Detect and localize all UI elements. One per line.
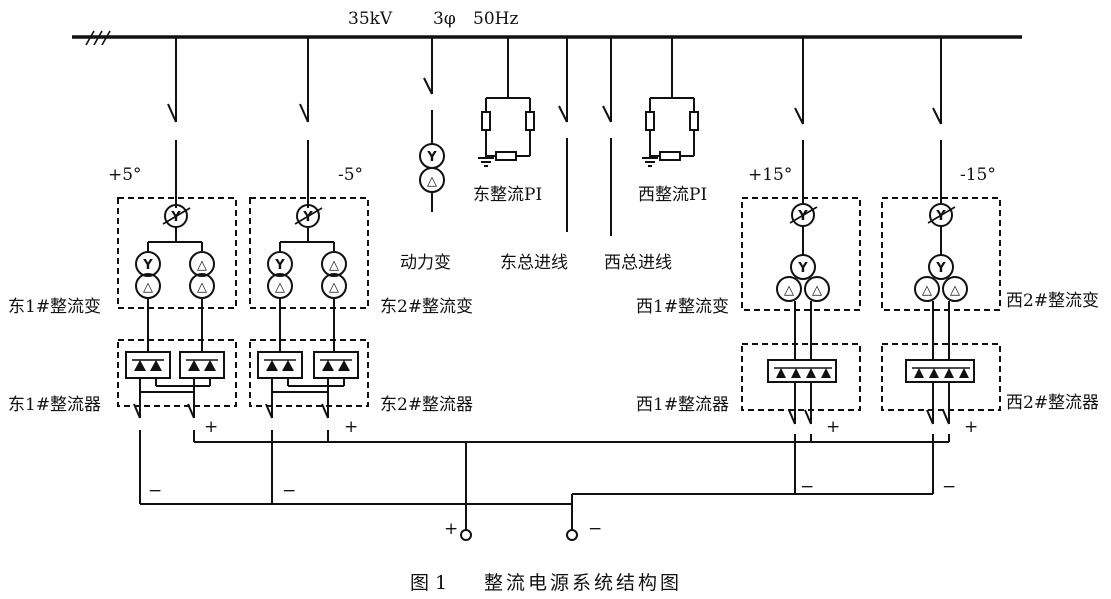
west2-transformer-box bbox=[881, 197, 1001, 311]
power-transformer: Y △ bbox=[419, 37, 445, 212]
svg-text:Y: Y bbox=[142, 258, 153, 273]
svg-text:Y: Y bbox=[935, 261, 946, 276]
output-minus-sign: − bbox=[588, 519, 602, 539]
svg-text:△: △ bbox=[275, 280, 285, 295]
east2-transformer-box bbox=[249, 197, 369, 309]
west2-plus: + bbox=[964, 417, 978, 437]
east1-minus: − bbox=[148, 481, 162, 501]
west2-minus: − bbox=[942, 477, 956, 497]
three-phase-mark bbox=[85, 30, 111, 46]
east1-transformer-box bbox=[117, 197, 237, 309]
west1-plus: + bbox=[826, 417, 840, 437]
west-main-incoming bbox=[602, 37, 612, 236]
east1-feeder bbox=[167, 37, 177, 208]
output-plus-sign: + bbox=[444, 519, 458, 539]
east1-transformer: Y Y △ △ △ bbox=[135, 204, 215, 352]
west1-transformer: Y Y △ △ bbox=[776, 203, 830, 360]
svg-text:△: △ bbox=[143, 280, 153, 295]
svg-text:△: △ bbox=[922, 283, 932, 298]
west2-rectifier-label: 西2#整流器 bbox=[1006, 393, 1099, 413]
west2-rectifier bbox=[905, 359, 975, 494]
svg-text:Y: Y bbox=[426, 150, 437, 165]
bus-voltage: 35kV bbox=[348, 9, 393, 29]
svg-text:△: △ bbox=[784, 283, 794, 298]
svg-text:Y: Y bbox=[170, 210, 181, 225]
figure-title: 整流电源系统结构图 bbox=[484, 572, 682, 594]
west1-feeder bbox=[794, 37, 804, 204]
svg-text:Y: Y bbox=[797, 209, 808, 224]
east1-rectifier-label: 东1#整流器 bbox=[8, 395, 101, 415]
svg-text:Y: Y bbox=[302, 210, 313, 225]
bus-frequency: 50Hz bbox=[473, 9, 518, 29]
west2-rectifier-box bbox=[881, 343, 1001, 411]
svg-text:△: △ bbox=[197, 258, 207, 273]
svg-text:△: △ bbox=[427, 174, 437, 189]
svg-text:△: △ bbox=[950, 283, 960, 298]
east1-angle: +5° bbox=[108, 165, 142, 185]
west-pi-label: 西整流PI bbox=[638, 185, 707, 205]
east2-rectifier-label: 东2#整流器 bbox=[380, 395, 473, 415]
west1-rectifier bbox=[767, 359, 837, 494]
positive-output-terminal bbox=[460, 529, 472, 541]
east1-transformer-label: 东1#整流变 bbox=[8, 297, 101, 317]
east2-minus: − bbox=[282, 481, 296, 501]
east2-rectifier-box bbox=[249, 339, 369, 407]
west-main-incoming-label: 西总进线 bbox=[604, 253, 672, 273]
east2-rectifier bbox=[257, 351, 359, 504]
east-main-incoming bbox=[558, 37, 568, 232]
west-pi-equipment bbox=[642, 37, 699, 167]
svg-text:△: △ bbox=[812, 283, 822, 298]
east2-transformer: Y Y △ △ △ bbox=[267, 204, 347, 352]
west1-angle: +15° bbox=[748, 165, 792, 185]
svg-text:Y: Y bbox=[797, 261, 808, 276]
west1-rectifier-label: 西1#整流器 bbox=[636, 395, 729, 415]
west1-transformer-label: 西1#整流变 bbox=[636, 297, 729, 317]
svg-text:Y: Y bbox=[274, 258, 285, 273]
svg-text:△: △ bbox=[329, 258, 339, 273]
west2-feeder bbox=[932, 37, 942, 204]
power-transformer-label: 动力变 bbox=[400, 253, 451, 273]
east-main-incoming-label: 东总进线 bbox=[500, 253, 568, 273]
east-pi-equipment bbox=[478, 37, 535, 167]
svg-text:Y: Y bbox=[935, 209, 946, 224]
west1-rectifier-box bbox=[741, 343, 861, 411]
east2-feeder bbox=[299, 37, 309, 208]
east1-plus: + bbox=[204, 417, 218, 437]
east2-transformer-label: 东2#整流变 bbox=[380, 297, 473, 317]
east2-plus: + bbox=[344, 417, 358, 437]
east1-rectifier-box bbox=[117, 339, 237, 407]
svg-text:△: △ bbox=[197, 280, 207, 295]
west2-transformer: Y Y △ △ bbox=[914, 203, 968, 360]
east-pi-label: 东整流PI bbox=[473, 185, 542, 205]
svg-text:△: △ bbox=[329, 280, 339, 295]
east2-angle: -5° bbox=[338, 165, 363, 185]
west1-minus: − bbox=[800, 477, 814, 497]
figure-number: 图 1 bbox=[410, 572, 447, 594]
east1-rectifier bbox=[125, 351, 225, 504]
bus-phase: 3φ bbox=[433, 9, 456, 29]
west2-angle: -15° bbox=[960, 165, 996, 185]
west2-transformer-label: 西2#整流变 bbox=[1006, 291, 1099, 311]
negative-output-terminal bbox=[566, 529, 578, 541]
west1-transformer-box bbox=[741, 197, 861, 311]
